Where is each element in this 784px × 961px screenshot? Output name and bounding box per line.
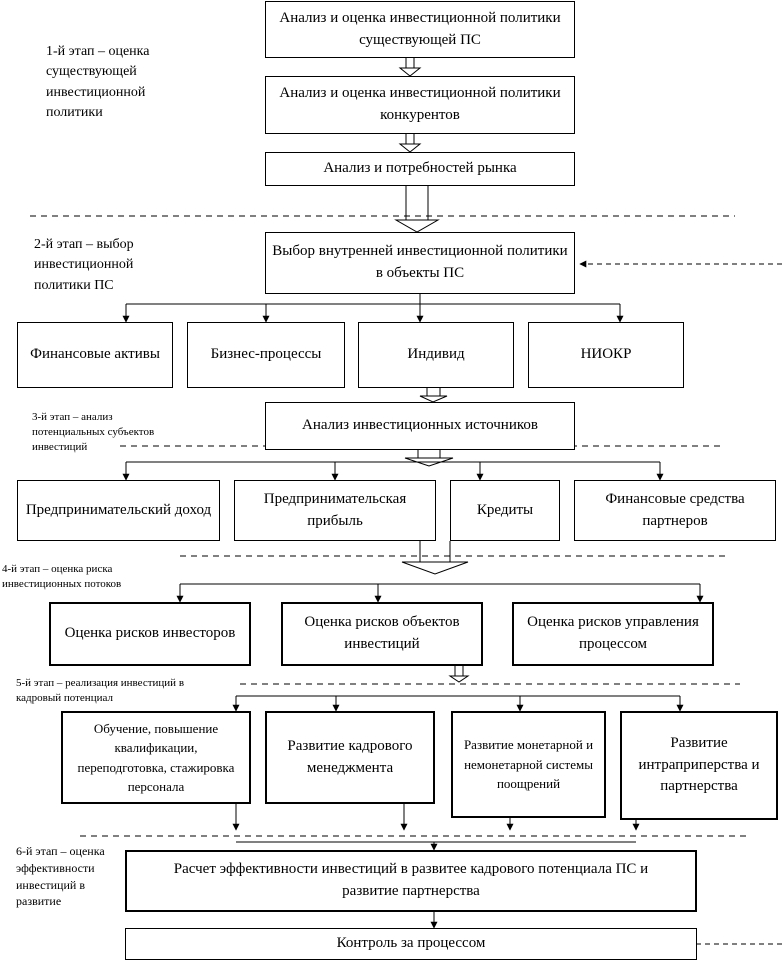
box-entrepreneurial-income: Предпринимательский доход bbox=[17, 480, 220, 541]
box-sources-analysis: Анализ инвестиционных источников bbox=[265, 402, 575, 450]
double-arrow bbox=[419, 388, 448, 403]
double-arrow bbox=[404, 450, 454, 467]
box-incentives: Развитие монетарной и немонетарной систе… bbox=[451, 711, 606, 818]
box-entrepreneurial-profit: Предпринимательская прибыль bbox=[234, 480, 436, 541]
box-partner-funds: Финансовые средства партнеров bbox=[574, 480, 776, 541]
box-choice-policy: Выбор внутренней инвестиционной политики… bbox=[265, 232, 575, 294]
box-process-control: Контроль за процессом bbox=[125, 928, 697, 960]
stage-5-label: 5-й этап – реализация инвестиций в кадро… bbox=[16, 677, 185, 704]
box-risk-objects: Оценка рисков объектов инвестиций bbox=[281, 602, 483, 666]
stage-4-label: 4-й этап – оценка риска инвестиционных п… bbox=[2, 563, 122, 590]
box-business-processes: Бизнес-процессы bbox=[187, 322, 345, 388]
box-market-needs: Анализ и потребностей рынка bbox=[265, 152, 575, 186]
box-analysis-current: Анализ и оценка инвестиционной политики … bbox=[265, 1, 575, 58]
double-arrow bbox=[398, 58, 422, 77]
double-arrow bbox=[448, 666, 470, 683]
box-financial-assets: Финансовые активы bbox=[17, 322, 173, 388]
double-arrow bbox=[398, 134, 422, 153]
box-credits: Кредиты bbox=[450, 480, 560, 541]
stage-2-label: 2-й этап – выбор инвестиционной политики… bbox=[34, 237, 134, 293]
box-efficiency-calc: Расчет эффективности инвестиций в развит… bbox=[125, 850, 697, 912]
box-intrapreneurship: Развитие интраприперства и партнерства bbox=[620, 711, 778, 820]
box-risk-investors: Оценка рисков инвесторов bbox=[49, 602, 251, 666]
stage-1-label: 1-й этап – оценка существующей инвестици… bbox=[46, 44, 150, 120]
box-hr-management: Развитие кадрового менеджмента bbox=[265, 711, 435, 804]
box-individual: Индивид bbox=[358, 322, 514, 388]
double-arrow bbox=[394, 186, 440, 233]
box-training: Обучение, повышение квалификации, перепо… bbox=[61, 711, 251, 804]
stage-3-label: 3-й этап – анализ потенциальных субъекто… bbox=[32, 411, 155, 453]
box-risk-management: Оценка рисков управления процессом bbox=[512, 602, 714, 666]
stage-6-label: 6-й этап – оценка эффективности инвестиц… bbox=[16, 844, 105, 909]
box-niokr: НИОКР bbox=[528, 322, 684, 388]
box-analysis-competitors: Анализ и оценка инвестиционной политики … bbox=[265, 76, 575, 134]
